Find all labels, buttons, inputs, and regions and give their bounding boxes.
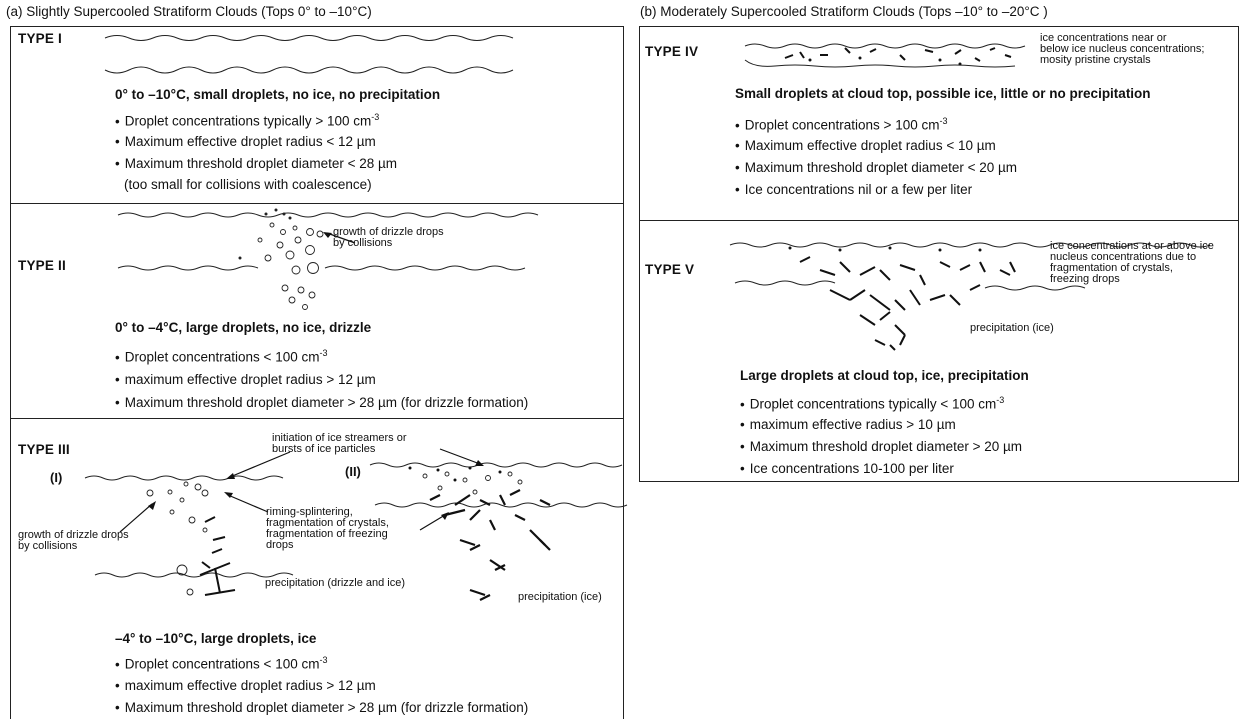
type-iv-heading: Small droplets at cloud top, possible ic… [735, 86, 1151, 101]
type-iv-bullet-3: Maximum threshold droplet diameter < 20 … [735, 160, 1017, 175]
type-iii-bullet-2: maximum effective droplet radius > 12 µm [115, 678, 376, 693]
type-v-bullet-1: Droplet concentrations typically < 100 c… [740, 395, 1005, 412]
type-iv-bullet-2: Maximum effective droplet radius < 10 µm [735, 138, 996, 153]
type-ii-note: growth of drizzle drops by collisions [333, 226, 444, 249]
type-iv-label: TYPE IV [645, 44, 699, 59]
type-i-heading: 0° to –10°C, small droplets, no ice, no … [115, 87, 441, 102]
type-iii-panel [10, 418, 624, 719]
type-iii-sub-i: (I) [50, 470, 63, 485]
type-iii-note-streamers: initiation of ice streamers or bursts of… [272, 432, 407, 455]
type-v-bullet-4: Ice concentrations 10-100 per liter [740, 461, 954, 476]
type-iii-sub-ii: (II) [345, 464, 361, 479]
type-v-bullet-3: Maximum threshold droplet diameter > 20 … [740, 439, 1022, 454]
type-iv-bullet-1: Droplet concentrations > 100 cm-3 [735, 116, 948, 133]
type-i-extra: (too small for collisions with coalescen… [124, 177, 372, 192]
type-iv-bullet-4: Ice concentrations nil or a few per lite… [735, 182, 972, 197]
type-i-bullet-3: Maximum threshold droplet diameter < 28 … [115, 156, 397, 171]
type-iii-note-riming: riming-splintering, fragmentation of cry… [266, 506, 389, 551]
type-v-bullet-2: maximum effective radius > 10 µm [740, 417, 956, 432]
type-ii-heading: 0° to –4°C, large droplets, no ice, driz… [115, 320, 372, 335]
type-ii-label: TYPE II [18, 258, 66, 273]
type-iii-heading: –4° to –10°C, large droplets, ice [115, 631, 317, 646]
type-i-bullet-2: Maximum effective droplet radius < 12 µm [115, 134, 376, 149]
type-iii-bullet-1: Droplet concentrations < 100 cm-3 [115, 655, 328, 672]
left-panel-title: (a) Slightly Supercooled Stratiform Clou… [6, 4, 372, 19]
type-v-heading: Large droplets at cloud top, ice, precip… [740, 368, 1029, 383]
type-iii-note-growth: growth of drizzle drops by collisions [18, 529, 129, 552]
type-i-bullet-1: Droplet concentrations typically > 100 c… [115, 112, 380, 129]
type-ii-bullet-1: Droplet concentrations < 100 cm-3 [115, 348, 328, 365]
type-iii-note-precip-1: precipitation (drizzle and ice) [265, 577, 406, 589]
type-iii-bullet-3: Maximum threshold droplet diameter > 28 … [115, 700, 529, 715]
type-v-note-precip: precipitation (ice) [970, 322, 1054, 334]
type-v-note: ice concentrations at or above ice nucle… [1050, 240, 1214, 285]
type-i-label: TYPE I [18, 31, 62, 46]
type-ii-bullet-3: Maximum threshold droplet diameter > 28 … [115, 395, 529, 410]
type-iii-label: TYPE III [18, 442, 70, 457]
right-panel-title: (b) Moderately Supercooled Stratiform Cl… [640, 4, 1048, 19]
type-ii-bullet-2: maximum effective droplet radius > 12 µm [115, 372, 376, 387]
type-iv-note: ice concentrations near or below ice nuc… [1040, 32, 1205, 66]
type-v-label: TYPE V [645, 262, 695, 277]
type-iii-note-precip-2: precipitation (ice) [518, 591, 602, 603]
